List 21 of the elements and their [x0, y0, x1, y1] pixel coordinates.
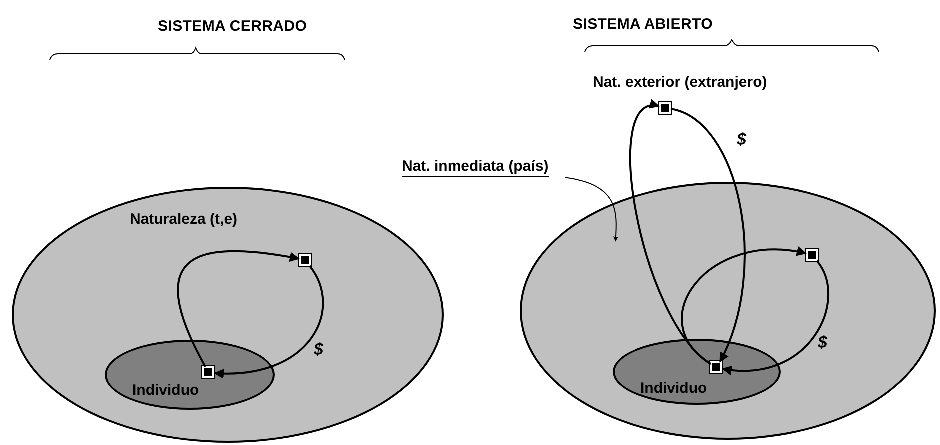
- edge-label: $: [314, 340, 324, 360]
- node-label: Individuo: [640, 380, 708, 396]
- node-caption: Nat. exterior (extranjero): [593, 74, 768, 91]
- point-marker: [298, 254, 310, 266]
- flow-arrow: [178, 250, 300, 368]
- flow-arrow: [670, 108, 746, 363]
- point-marker: [659, 102, 671, 114]
- point-marker: [806, 248, 818, 260]
- edge-label: $: [737, 130, 746, 150]
- point-marker: [202, 366, 214, 378]
- flow-arrow: [214, 265, 324, 378]
- section-heading: SISTEMA ABIERTO: [573, 16, 713, 33]
- node-label: Naturaleza (t,e): [130, 211, 238, 228]
- flow-arrow: [722, 260, 830, 375]
- leader-line: [564, 177, 618, 242]
- node-label: Individuo: [132, 382, 200, 398]
- section-heading: SISTEMA CERRADO: [158, 18, 308, 35]
- point-marker: [710, 361, 722, 373]
- flow-arrow: [630, 102, 712, 366]
- edge-label: $: [818, 333, 828, 353]
- callout-label: Nat. inmediata (país): [402, 158, 549, 177]
